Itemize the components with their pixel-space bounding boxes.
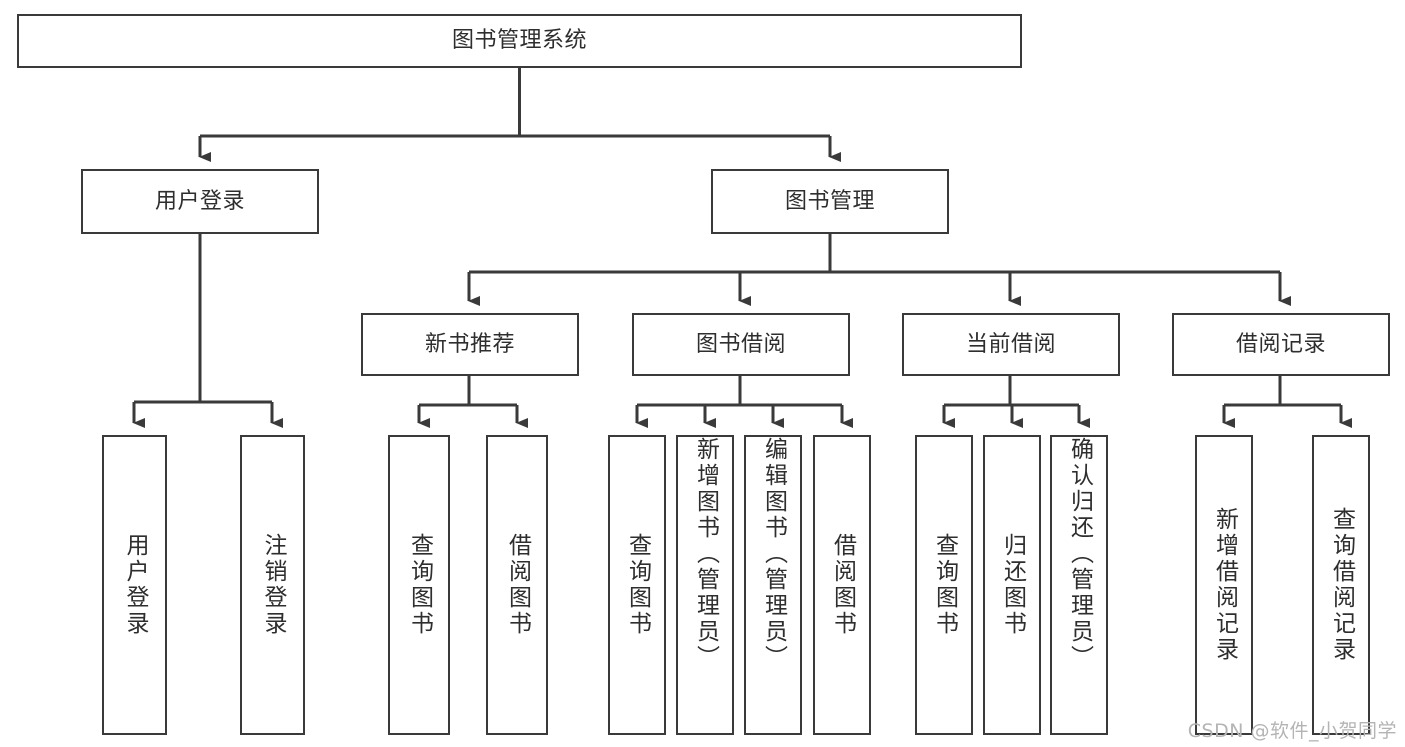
leaf-user-login[interactable]: 用户登录	[102, 435, 167, 735]
node-label: 图书管理系统	[451, 28, 587, 54]
leaf-query-book-rec[interactable]: 查询图书	[388, 435, 450, 735]
node-label: 查询借阅记录	[1328, 507, 1355, 663]
node-new-book-rec[interactable]: 新书推荐	[361, 313, 579, 376]
node-label: 注销登录	[260, 533, 286, 637]
node-label: 用户登录	[122, 533, 148, 637]
leaf-edit-book-admin[interactable]: 编辑图书（管理员）	[744, 435, 802, 735]
node-label: 查询图书	[406, 533, 433, 637]
leaf-return-book[interactable]: 归还图书	[983, 435, 1041, 735]
leaf-add-borrow-record[interactable]: 新增借阅记录	[1195, 435, 1253, 735]
node-label: 查询图书	[931, 533, 958, 637]
node-borrow-record[interactable]: 借阅记录	[1172, 313, 1390, 376]
node-book-manage[interactable]: 图书管理	[711, 169, 949, 234]
node-label: 查询图书	[624, 533, 651, 637]
node-label: 图书借阅	[695, 331, 786, 357]
node-root-system[interactable]: 图书管理系统	[17, 14, 1022, 68]
node-label: 新增图书（管理员）	[692, 437, 719, 671]
leaf-query-book-borrow[interactable]: 查询图书	[608, 435, 666, 735]
leaf-borrow-book-rec[interactable]: 借阅图书	[486, 435, 548, 735]
node-label: 归还图书	[999, 533, 1026, 637]
node-user-login[interactable]: 用户登录	[81, 169, 319, 234]
node-label: 借阅记录	[1235, 331, 1326, 357]
node-book-borrow[interactable]: 图书借阅	[632, 313, 850, 376]
leaf-add-book-admin[interactable]: 新增图书（管理员）	[676, 435, 734, 735]
node-label: 编辑图书（管理员）	[760, 437, 787, 671]
leaf-confirm-return-admin[interactable]: 确认归还（管理员）	[1050, 435, 1108, 735]
leaf-query-book-current[interactable]: 查询图书	[915, 435, 973, 735]
node-label: 借阅图书	[504, 533, 531, 637]
node-label: 新书推荐	[424, 331, 515, 357]
node-label: 新增借阅记录	[1211, 507, 1238, 663]
leaf-query-borrow-record[interactable]: 查询借阅记录	[1312, 435, 1370, 735]
node-label: 图书管理	[784, 188, 875, 214]
node-current-borrow[interactable]: 当前借阅	[902, 313, 1120, 376]
node-label: 用户登录	[154, 188, 245, 214]
leaf-user-logout[interactable]: 注销登录	[240, 435, 305, 735]
node-label: 当前借阅	[965, 331, 1056, 357]
leaf-borrow-book-borrow[interactable]: 借阅图书	[813, 435, 871, 735]
watermark-text: CSDN @软件_小贺同学	[1187, 720, 1397, 742]
node-label: 确认归还（管理员）	[1066, 437, 1093, 671]
node-label: 借阅图书	[829, 533, 856, 637]
